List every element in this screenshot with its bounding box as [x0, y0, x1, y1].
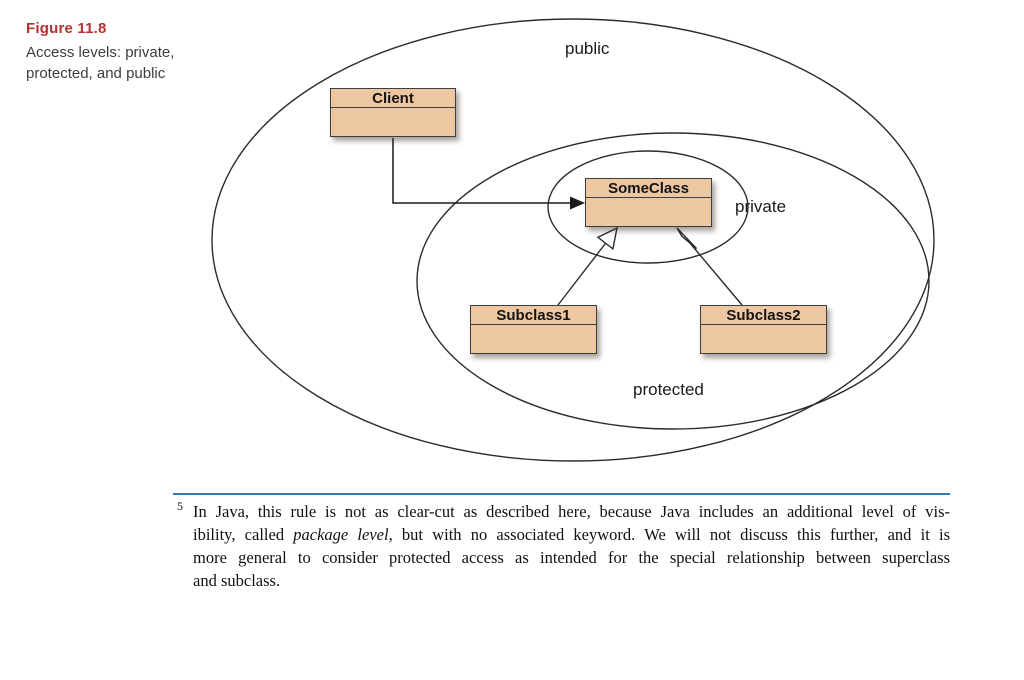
client-to-someclass-arrowhead — [570, 196, 585, 210]
public-region-ellipse — [211, 18, 935, 462]
footnote-line2: ibility, called package level, but with … — [193, 523, 950, 546]
class-box-client: Client — [330, 88, 456, 137]
footnote-marker: 5 — [177, 499, 183, 513]
class-box-subclass2: Subclass2 — [700, 305, 827, 354]
class-name-subclass1: Subclass1 — [471, 306, 596, 325]
footnote-text: In Java, this rule is not as clear-cut a… — [193, 500, 950, 592]
class-body-subclass2 — [701, 325, 826, 353]
figure-number: Figure 11.8 — [26, 20, 107, 37]
footnote-rule — [173, 493, 950, 495]
footnote-line2-italic: package level — [293, 525, 389, 544]
class-body-someclass — [586, 198, 711, 226]
figure-caption-line2: protected, and public — [26, 65, 166, 82]
figure-caption-line1: Access levels: private, — [26, 44, 175, 61]
subclass2-to-someclass-line — [683, 235, 743, 306]
subclass1-to-someclass-line — [557, 234, 613, 306]
footnote-line2-pre: ibility, called — [193, 525, 294, 544]
class-body-subclass1 — [471, 325, 596, 353]
class-box-subclass1: Subclass1 — [470, 305, 597, 354]
protected-region-label: protected — [633, 380, 704, 399]
public-region-label: public — [565, 39, 610, 58]
client-to-someclass-arrow-line — [392, 138, 574, 204]
class-box-someclass: SomeClass — [585, 178, 712, 227]
class-name-someclass: SomeClass — [586, 179, 711, 198]
class-name-subclass2: Subclass2 — [701, 306, 826, 325]
figure-caption-text: Access levels: private, protected, and p… — [26, 42, 216, 84]
figure-caption: Figure 11.8 Access levels: private, prot… — [26, 20, 216, 84]
footnote-line1: In Java, this rule is not as clear-cut a… — [193, 502, 950, 521]
protected-region-ellipse — [416, 132, 930, 430]
subclass1-inheritance-triangle — [596, 226, 618, 251]
footnote-line3: more general to consider protected acces… — [193, 548, 950, 567]
private-region-label: private — [735, 197, 787, 216]
private-region-ellipse — [547, 150, 749, 264]
class-body-client — [331, 108, 455, 136]
footnote-line4: and subclass. — [193, 571, 281, 590]
footnote-line2-post: , but with no associated keyword. We wil… — [388, 525, 950, 544]
class-name-client: Client — [331, 89, 455, 108]
subclass2-inheritance-triangle — [676, 227, 698, 250]
